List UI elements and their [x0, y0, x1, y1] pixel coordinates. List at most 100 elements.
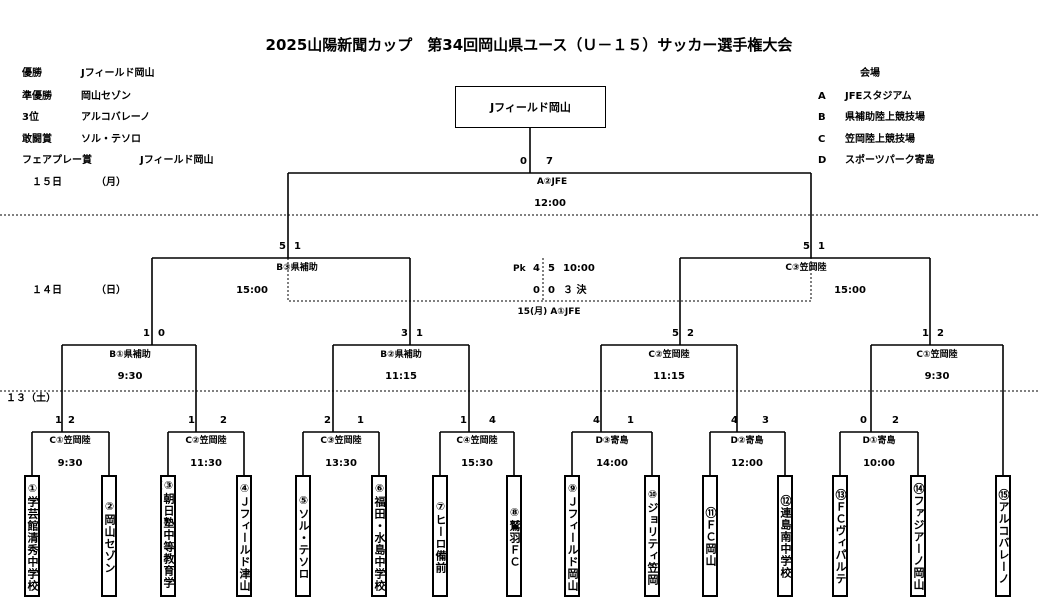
team-box: ⑫連島南中学校 [777, 475, 793, 597]
team-box: ④Ｊフィールド津山 [236, 475, 252, 597]
result-value: 岡山セゾン [81, 91, 131, 102]
result-value: Jフィールド岡山 [140, 155, 214, 166]
qf-venue: B②県補助 [380, 350, 422, 360]
r1-score-right: 2 [892, 415, 899, 426]
final-time: 12:00 [534, 198, 566, 209]
r1-venue: C②笠岡陸 [185, 436, 227, 446]
r1-time: 15:30 [461, 458, 493, 469]
third-note: ３ 決 [563, 285, 587, 296]
qf-score-left: 1 [922, 328, 929, 339]
r1-venue: D①寄島 [862, 436, 896, 446]
result-label: 3位 [22, 112, 39, 123]
day-weekday: （日） [96, 285, 126, 296]
day-label: １３（土） [6, 393, 56, 404]
semi-time: 15:00 [834, 285, 866, 296]
venue-code: A [818, 91, 826, 102]
r1-score-left: 4 [731, 415, 738, 426]
final-score-right: 7 [546, 156, 553, 167]
venue-code: C [818, 134, 826, 145]
r1-time: 14:00 [596, 458, 628, 469]
third-score-left: 0 [533, 285, 540, 296]
page-title: 2025山陽新聞カップ 第34回岡山県ユース（Ｕ－１５）サッカー選手権大会 [265, 36, 793, 54]
r1-venue: C④笠岡陸 [456, 436, 498, 446]
r1-score-right: 2 [68, 415, 75, 426]
venue-code: B [818, 112, 826, 123]
team-box: ⑭ファジアーノ岡山 [910, 475, 926, 597]
final-score-left: 0 [520, 156, 527, 167]
r1-time: 13:30 [325, 458, 357, 469]
semi-venue: C③笠岡陸 [785, 263, 827, 273]
qf-score-right: 2 [687, 328, 694, 339]
day-weekday: （月） [96, 177, 126, 188]
semi-venue: B③県補助 [276, 263, 318, 273]
venue-name: スポーツパーク寄島 [845, 155, 935, 166]
qf-score-left: 1 [143, 328, 150, 339]
result-value: ソル・テソロ [81, 134, 141, 145]
r1-venue: D③寄島 [595, 436, 629, 446]
venue-title: 会場 [860, 68, 880, 79]
qf-time: 9:30 [117, 371, 143, 382]
r1-venue: C①笠岡陸 [49, 436, 91, 446]
r1-time: 9:30 [57, 458, 83, 469]
qf-time: 11:15 [385, 371, 417, 382]
team-box: ⑩ジョリティ笠岡 [644, 475, 660, 597]
venue-name: JFEスタジアム [845, 91, 912, 102]
champion-name: Jフィールド岡山 [490, 101, 571, 114]
day-label: １４日 [32, 285, 62, 296]
champion-box: Jフィールド岡山 [455, 86, 606, 128]
r1-score-left: 4 [593, 415, 600, 426]
team-box: ②岡山セゾン [101, 475, 117, 597]
semi-score-left: 5 [279, 241, 286, 252]
r1-venue: D②寄島 [730, 436, 764, 446]
team-box: ⑤ソル・テソロ [295, 475, 311, 597]
team-box: ⑮アルコバレーノ [995, 475, 1011, 597]
r1-time: 10:00 [863, 458, 895, 469]
team-box: ⑦ヒーロ備前 [432, 475, 448, 597]
semi-time: 15:00 [236, 285, 268, 296]
third-venue: 15(月) A①JFE [517, 307, 581, 317]
qf-score-left: 5 [672, 328, 679, 339]
semi-score-right: 1 [294, 241, 301, 252]
semi-score-right: 1 [818, 241, 825, 252]
final-venue: A②JFE [536, 177, 568, 187]
qf-score-left: 3 [401, 328, 408, 339]
venue-code: D [818, 155, 827, 166]
team-box: ⑪ＦＣ岡山 [702, 475, 718, 597]
qf-time: 11:15 [653, 371, 685, 382]
team-box: ①学芸館清秀中学校 [24, 475, 40, 597]
team-box: ⑧鷲羽ＦＣ [506, 475, 522, 597]
r1-score-right: 4 [489, 415, 496, 426]
third-score-right: 0 [548, 285, 555, 296]
r1-venue: C③笠岡陸 [320, 436, 362, 446]
result-label: 敢闘賞 [22, 134, 52, 145]
result-label: フェアプレー賞 [22, 155, 92, 166]
third-time: 10:00 [563, 263, 595, 274]
qf-score-right: 1 [416, 328, 423, 339]
r1-score-right: 2 [220, 415, 227, 426]
third-pk-right: 5 [548, 263, 555, 274]
result-value: Jフィールド岡山 [81, 68, 155, 79]
r1-score-left: 1 [188, 415, 195, 426]
r1-time: 12:00 [731, 458, 763, 469]
r1-score-right: 1 [357, 415, 364, 426]
venue-name: 笠岡陸上競技場 [845, 134, 915, 145]
qf-score-right: 0 [158, 328, 165, 339]
r1-score-left: 0 [860, 415, 867, 426]
r1-score-left: 1 [460, 415, 467, 426]
semi-score-left: 5 [803, 241, 810, 252]
result-value: アルコバレーノ [81, 112, 151, 123]
result-label: 準優勝 [22, 91, 52, 102]
qf-score-right: 2 [937, 328, 944, 339]
team-box: ③朝日塾中等教育学校 [160, 475, 176, 597]
third-pk-label: Pk [513, 264, 526, 274]
day-label: １５日 [32, 177, 62, 188]
venue-name: 県補助陸上競技場 [845, 112, 925, 123]
qf-venue: C②笠岡陸 [648, 350, 690, 360]
team-box: ⑨Ｊフィールド岡山 [564, 475, 580, 597]
r1-score-left: 1 [55, 415, 62, 426]
qf-venue: B①県補助 [109, 350, 151, 360]
r1-score-right: 1 [627, 415, 634, 426]
qf-time: 9:30 [924, 371, 950, 382]
team-box: ⑥福田・水島中学校 [371, 475, 387, 597]
